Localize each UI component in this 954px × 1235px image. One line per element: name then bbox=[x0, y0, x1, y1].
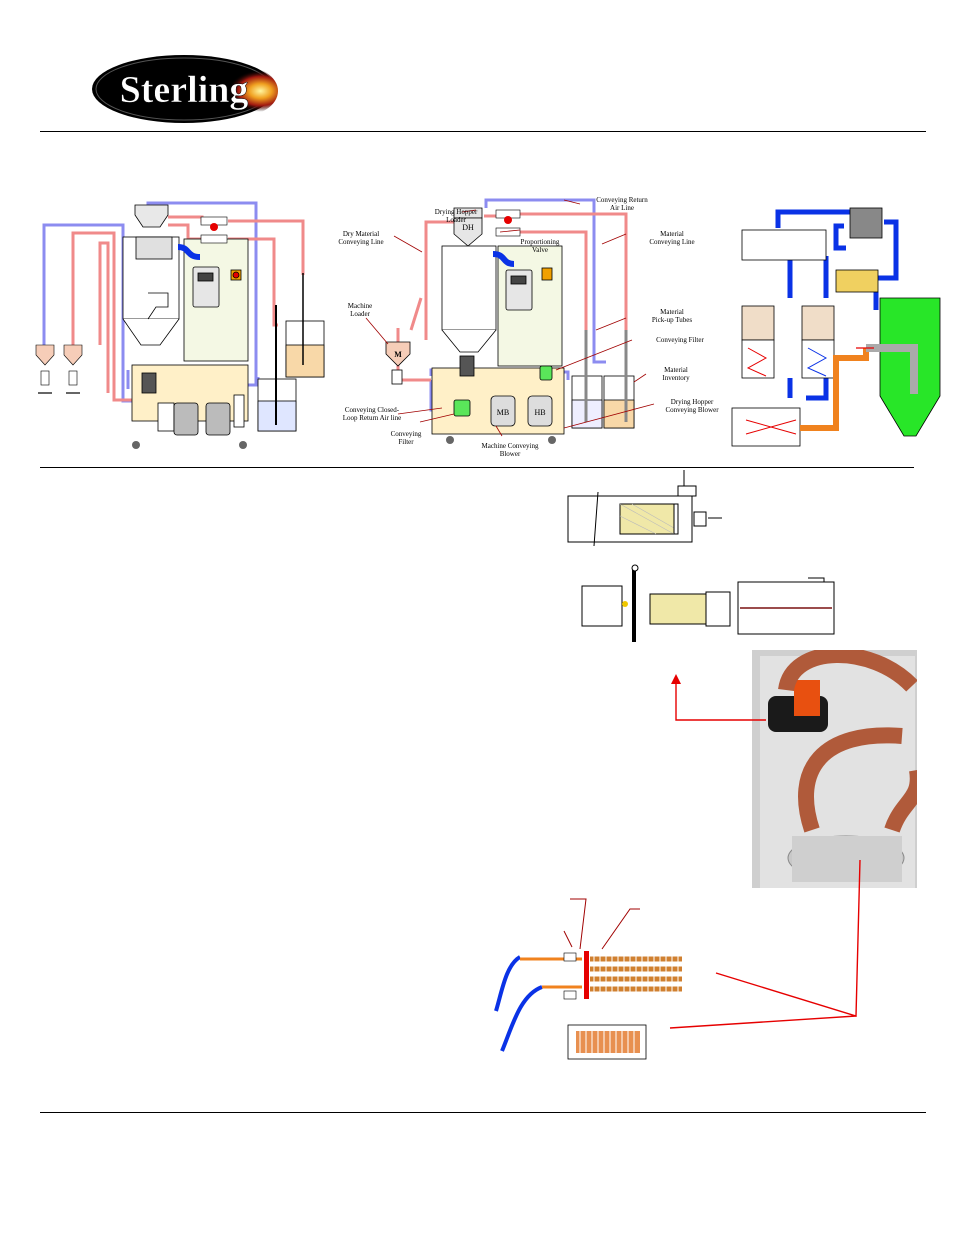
mark-dh: DH bbox=[462, 223, 474, 232]
label-machine-conveying-blower: Machine Conveying Blower bbox=[481, 442, 539, 458]
filter-assembly-drawing bbox=[562, 470, 852, 650]
footer-rule bbox=[40, 1112, 926, 1113]
callout-arrows bbox=[480, 670, 900, 1050]
header-rule bbox=[40, 131, 926, 132]
label-material-inventory: Material Inventory bbox=[662, 366, 690, 382]
label-conveying-closed-loop-return-air-line: Conveying Closed- Loop Return Air line bbox=[342, 406, 402, 422]
label-drying-hopper-conveying-blower: Drying Hopper Conveying Blower bbox=[665, 398, 719, 414]
label-drying-hopper-loader: Drying Hopper Loader bbox=[434, 208, 478, 224]
label-material-pickup-tubes: Material Pick-up Tubes bbox=[651, 308, 693, 324]
dryer-system-diagram-2: DH M MB HB Conveying Return Air Line Dry… bbox=[336, 190, 732, 460]
label-machine-loader: Machine Loader bbox=[347, 302, 373, 318]
section-rule bbox=[40, 467, 914, 468]
dryer-system-diagram-1 bbox=[28, 195, 338, 455]
desiccant-dryer-schematic bbox=[726, 198, 942, 450]
logo-text: Sterling bbox=[120, 69, 249, 111]
dryer-photo bbox=[752, 650, 917, 888]
label-material-conveying-line: Material Conveying Line bbox=[649, 230, 695, 246]
mark-hb: HB bbox=[534, 408, 545, 417]
label-conveying-filter-left: Conveying Filter bbox=[390, 430, 422, 446]
label-proportioning-valve: Proportioning Valve bbox=[520, 238, 560, 254]
label-conveying-return-air-line: Conveying Return Air Line bbox=[596, 196, 648, 212]
label-conveying-filter-right: Conveying Filter bbox=[656, 336, 704, 344]
logo: Sterling bbox=[90, 51, 278, 127]
mark-mb: MB bbox=[497, 408, 509, 417]
heater-element-drawing bbox=[490, 895, 700, 1067]
mark-m: M bbox=[394, 350, 402, 359]
label-dry-material-conveying-line: Dry Material Conveying Line bbox=[338, 230, 384, 246]
